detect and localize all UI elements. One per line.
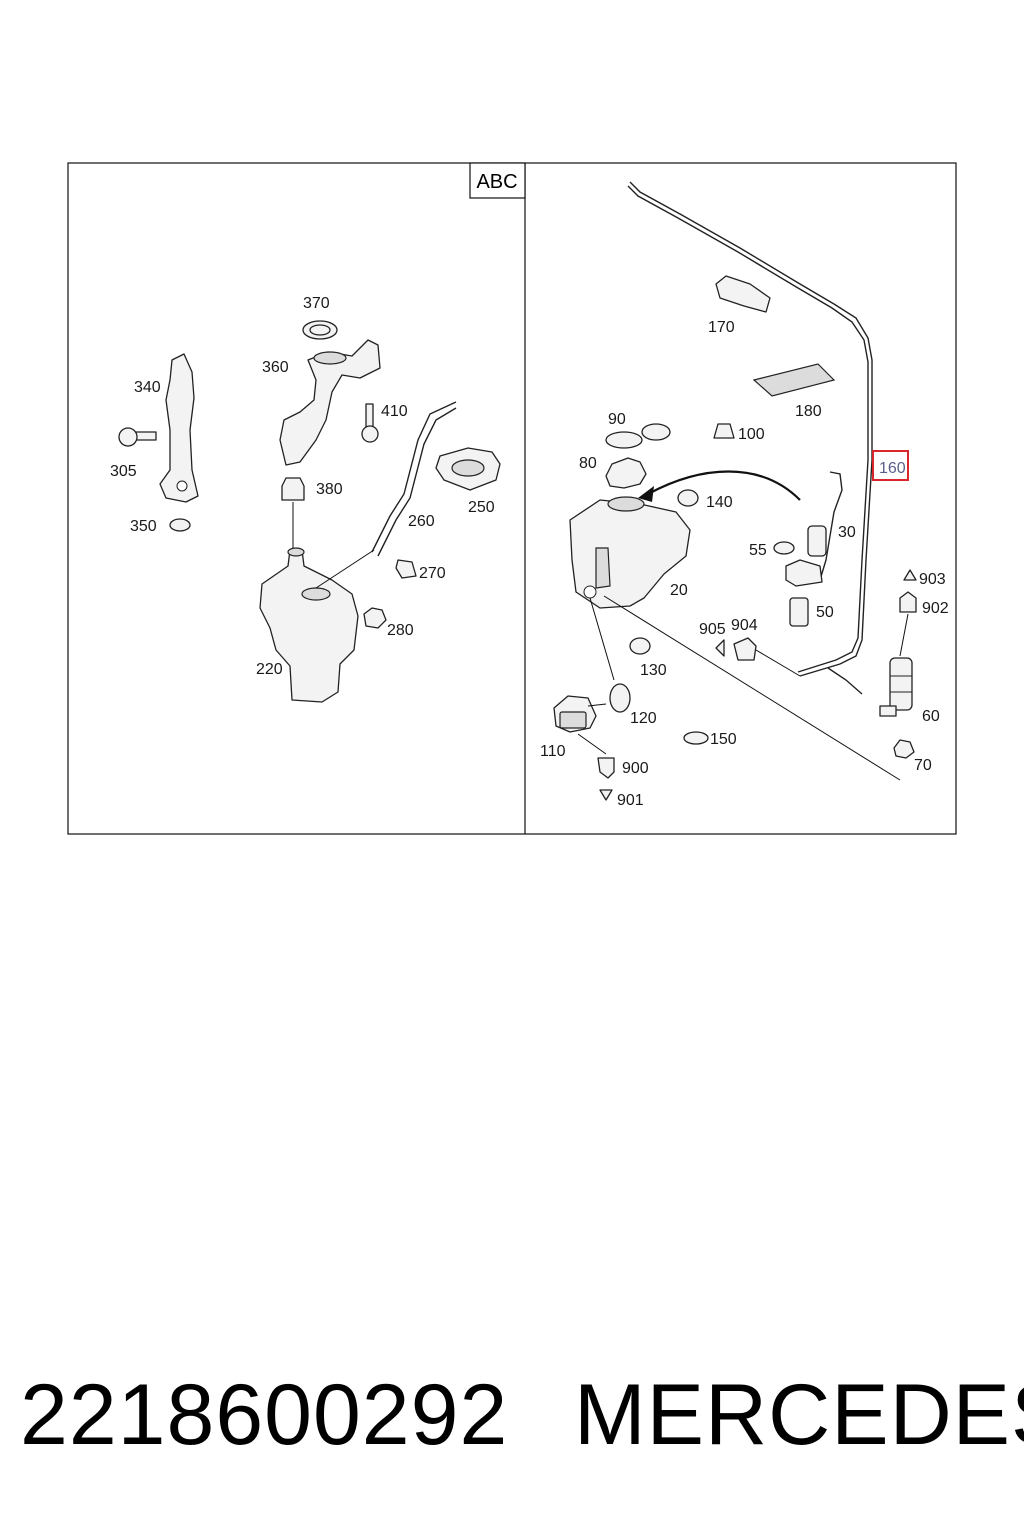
part-100-grommet (713, 423, 735, 439)
part-180-pad (752, 363, 836, 397)
label-140: 140 (706, 494, 733, 511)
label-900: 900 (622, 760, 649, 777)
part-250-pump-seal (435, 447, 501, 491)
label-30: 30 (838, 524, 856, 541)
label-80: 80 (579, 455, 597, 472)
part-380-grommet (281, 477, 305, 501)
label-305: 305 (110, 463, 137, 480)
label-903: 903 (919, 571, 946, 588)
part-901-plug (599, 789, 613, 801)
label-70: 70 (914, 757, 932, 774)
label-260: 260 (408, 513, 435, 530)
part-110-pump (553, 695, 607, 733)
part-number: 2218600292 (20, 1367, 509, 1463)
part-410-bolt (361, 403, 379, 443)
right-panel: 160 170 180 90 100 80 140 30 55 20 50 90… (540, 181, 949, 809)
part-904-connector (733, 637, 757, 661)
part-150-grommet (683, 731, 709, 745)
label-170: 170 (708, 319, 735, 336)
part-90-seal (605, 431, 643, 449)
label-20: 20 (670, 582, 688, 599)
label-350: 350 (130, 518, 157, 535)
part-70-grommet (893, 739, 915, 759)
label-901: 901 (617, 792, 644, 809)
label-50: 50 (816, 604, 834, 621)
label-120: 120 (630, 710, 657, 727)
diagram-frame (67, 162, 957, 835)
label-250: 250 (468, 499, 495, 516)
label-270: 270 (419, 565, 446, 582)
label-160: 160 (879, 460, 906, 477)
label-904: 904 (731, 617, 758, 634)
part-140-grommet (677, 489, 699, 507)
part-305-bolt (118, 427, 157, 447)
part-270-clip (395, 559, 417, 579)
label-110: 110 (540, 743, 566, 760)
label-902: 902 (922, 600, 949, 617)
arrow (647, 470, 801, 501)
section-tag-box (469, 162, 526, 199)
brand-name: MERCEDES (574, 1367, 1024, 1463)
part-120-seal (609, 683, 631, 713)
label-150: 150 (710, 731, 737, 748)
part-280-nut (363, 607, 387, 629)
part-903-plug (903, 569, 917, 581)
part-902-connector (899, 591, 917, 613)
part-340-bracket (159, 353, 199, 503)
part-220-tank (259, 549, 359, 703)
label-370: 370 (303, 295, 330, 312)
label-410: 410 (381, 403, 408, 420)
label-380: 380 (316, 481, 343, 498)
part-170-clip (715, 275, 771, 313)
label-130: 130 (640, 662, 667, 679)
part-905-plug (715, 639, 725, 657)
label-220: 220 (256, 661, 283, 678)
highlight-160-box (872, 450, 909, 481)
label-360: 360 (262, 359, 289, 376)
label-90: 90 (608, 411, 626, 428)
part-60-pump (879, 657, 913, 717)
footer: 2218600292 MERCEDES (0, 1365, 1024, 1475)
left-panel: 370 360 340 410 305 380 250 260 350 270 … (110, 295, 501, 703)
label-60: 60 (922, 708, 940, 725)
part-55-grommet (773, 541, 795, 555)
label-100: 100 (738, 426, 765, 443)
label-280: 280 (387, 622, 414, 639)
label-905: 905 (699, 621, 726, 638)
label-55: 55 (749, 542, 767, 559)
label-340: 340 (134, 379, 161, 396)
part-80-cap (605, 457, 647, 489)
part-260-hose (371, 401, 457, 553)
part-50-filter (789, 597, 809, 627)
part-900-connector (597, 757, 615, 779)
part-130-grommet (629, 637, 651, 655)
part-350-grommet (169, 518, 191, 532)
parts-diagram: ABC (67, 162, 957, 835)
section-tag: ABC (476, 171, 517, 193)
part-360-filler-neck (279, 339, 381, 466)
part-160-hose-line (629, 181, 873, 677)
label-180: 180 (795, 403, 822, 420)
